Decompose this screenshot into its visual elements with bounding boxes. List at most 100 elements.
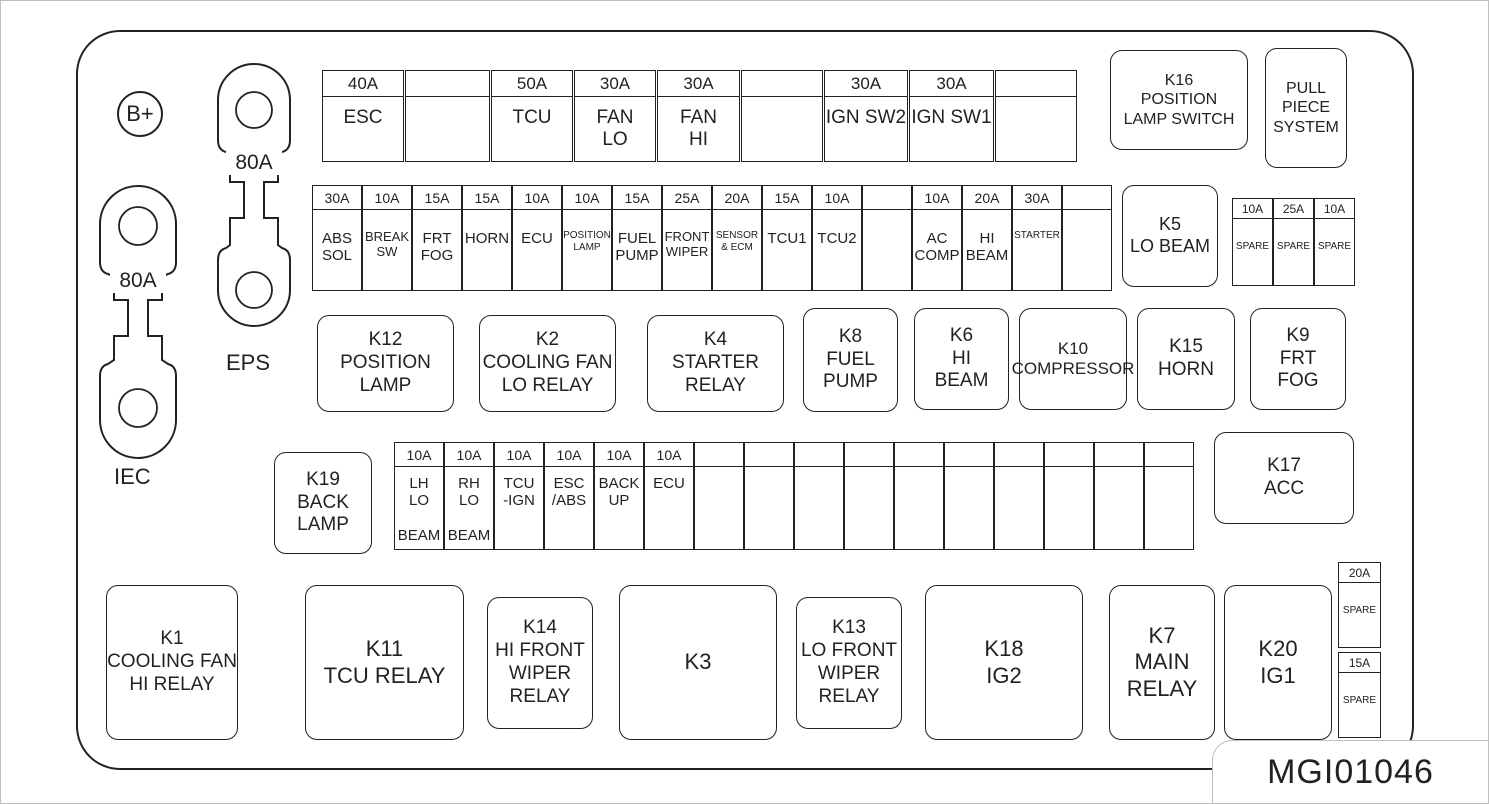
- fuse-rating: 10A: [1233, 199, 1272, 219]
- fuse-label: SPARE: [1317, 241, 1352, 252]
- relay-k1: K1 COOLING FAN HI RELAY: [106, 585, 238, 740]
- fuse-rating: 30A: [575, 71, 655, 97]
- fuse-label: TCU2: [817, 230, 857, 247]
- fuse-label: HI BEAM: [965, 230, 1009, 265]
- fuse-rating: 20A: [1339, 563, 1380, 583]
- relay-k18: K18 IG2: [925, 585, 1083, 740]
- fuse-rating: 30A: [313, 186, 361, 210]
- fuse-slot: 10A BREAK SW: [362, 185, 412, 291]
- fuse-rating: 40A: [323, 71, 403, 97]
- fuse-label: SPARE: [1235, 241, 1270, 252]
- fuse-rating: 50A: [492, 71, 572, 97]
- fuse-rating: 10A: [545, 443, 593, 467]
- fuse-slot: [894, 442, 944, 550]
- relay-k19: K19 BACK LAMP: [274, 452, 372, 554]
- fuse-rating: [895, 443, 943, 467]
- fuse-slot: [1094, 442, 1144, 550]
- fuse-rating: [1095, 443, 1143, 467]
- relay-k7: K7 MAIN RELAY: [1109, 585, 1215, 740]
- relay-k10: K10 COMPRESSOR: [1012, 308, 1134, 410]
- fuse-label: FRT FOG: [420, 230, 454, 265]
- fuse-label: IGN SW1: [911, 107, 992, 128]
- fuse-rating: 10A: [645, 443, 693, 467]
- fuse-slot: 10A ECU: [644, 442, 694, 550]
- relay-k8: K8 FUEL PUMP: [803, 308, 898, 412]
- fuse-rating: 10A: [595, 443, 643, 467]
- fuse-label: SPARE: [1342, 695, 1377, 706]
- eps-rating-label: 80A: [226, 151, 282, 175]
- iec-label: IEC: [114, 464, 151, 489]
- fuse-label: IGN SW2: [825, 107, 907, 128]
- fuse-slot: 40A ESC: [322, 70, 404, 162]
- fuse-slot: [694, 442, 744, 550]
- fuse-slot: 10A SPARE: [1232, 198, 1273, 286]
- fuse-slot: 10A POSITION LAMP: [562, 185, 612, 291]
- fuse-rating: [996, 71, 1076, 97]
- fuse-slot: 10A AC COMP: [912, 185, 962, 291]
- fuse-slot: 10A TCU2: [812, 185, 862, 291]
- fuse-rating: 10A: [363, 186, 411, 210]
- relay-k6: K6 HI BEAM: [914, 308, 1009, 410]
- fuse-slot: [994, 442, 1044, 550]
- pull-piece-system: PULL PIECE SYSTEM: [1265, 48, 1347, 168]
- fuse-rating: 10A: [913, 186, 961, 210]
- fuse-rating: [742, 71, 822, 97]
- fuse-label: SENSOR & ECM: [715, 230, 759, 253]
- fuse-slot: 30A ABS SOL: [312, 185, 362, 291]
- fuse-slot: [1044, 442, 1094, 550]
- fuse-rating: 10A: [513, 186, 561, 210]
- fuse-label: TCU -IGN: [503, 475, 535, 510]
- fuse-rating: [845, 443, 893, 467]
- bplus-label: B+: [126, 101, 154, 126]
- fuse-label: ESC: [343, 107, 383, 128]
- fuse-slot: [1062, 185, 1112, 291]
- bplus-terminal-icon: [117, 91, 163, 137]
- fuse-label: ABS SOL: [321, 230, 352, 265]
- fuse-rating: 10A: [563, 186, 611, 210]
- fuse-label: POSITION LAMP: [563, 230, 611, 253]
- fuse-rating: [406, 71, 489, 97]
- fuse-rating: [795, 443, 843, 467]
- relay-k2: K2 COOLING FAN LO RELAY: [479, 315, 616, 412]
- fuse-label: ECU: [653, 475, 685, 492]
- fuse-rating: 15A: [463, 186, 511, 210]
- fuse-rating: 10A: [445, 443, 493, 467]
- fuse-rating: 10A: [495, 443, 543, 467]
- relay-k12: K12 POSITION LAMP: [317, 315, 454, 412]
- fuse-slot: [862, 185, 912, 291]
- relay-k4: K4 STARTER RELAY: [647, 315, 784, 412]
- relay-k16: K16 POSITION LAMP SWITCH: [1110, 50, 1248, 150]
- fuse-slot: [944, 442, 994, 550]
- fuse-rating: 30A: [658, 71, 739, 97]
- fuse-rating: 15A: [1339, 653, 1380, 673]
- fuse-rating: 10A: [813, 186, 861, 210]
- fuse-rating: 15A: [763, 186, 811, 210]
- relay-k11: K11 TCU RELAY: [305, 585, 464, 740]
- eps-label: EPS: [226, 350, 271, 375]
- fuse-label: RH LO BEAM: [447, 475, 491, 544]
- fuse-label: STARTER: [1014, 230, 1060, 241]
- eps-fusible-link-icon: [217, 63, 291, 327]
- fuse-label: AC COMP: [914, 230, 960, 265]
- fuse-rating: [1045, 443, 1093, 467]
- fuse-rating: [745, 443, 793, 467]
- fuse-label: BREAK SW: [364, 229, 410, 259]
- fuse-rating: [945, 443, 993, 467]
- relay-k15: K15 HORN: [1137, 308, 1235, 410]
- iec-rating-label: 80A: [110, 269, 166, 293]
- fuse-slot: [844, 442, 894, 550]
- fuse-rating: 10A: [1315, 199, 1354, 219]
